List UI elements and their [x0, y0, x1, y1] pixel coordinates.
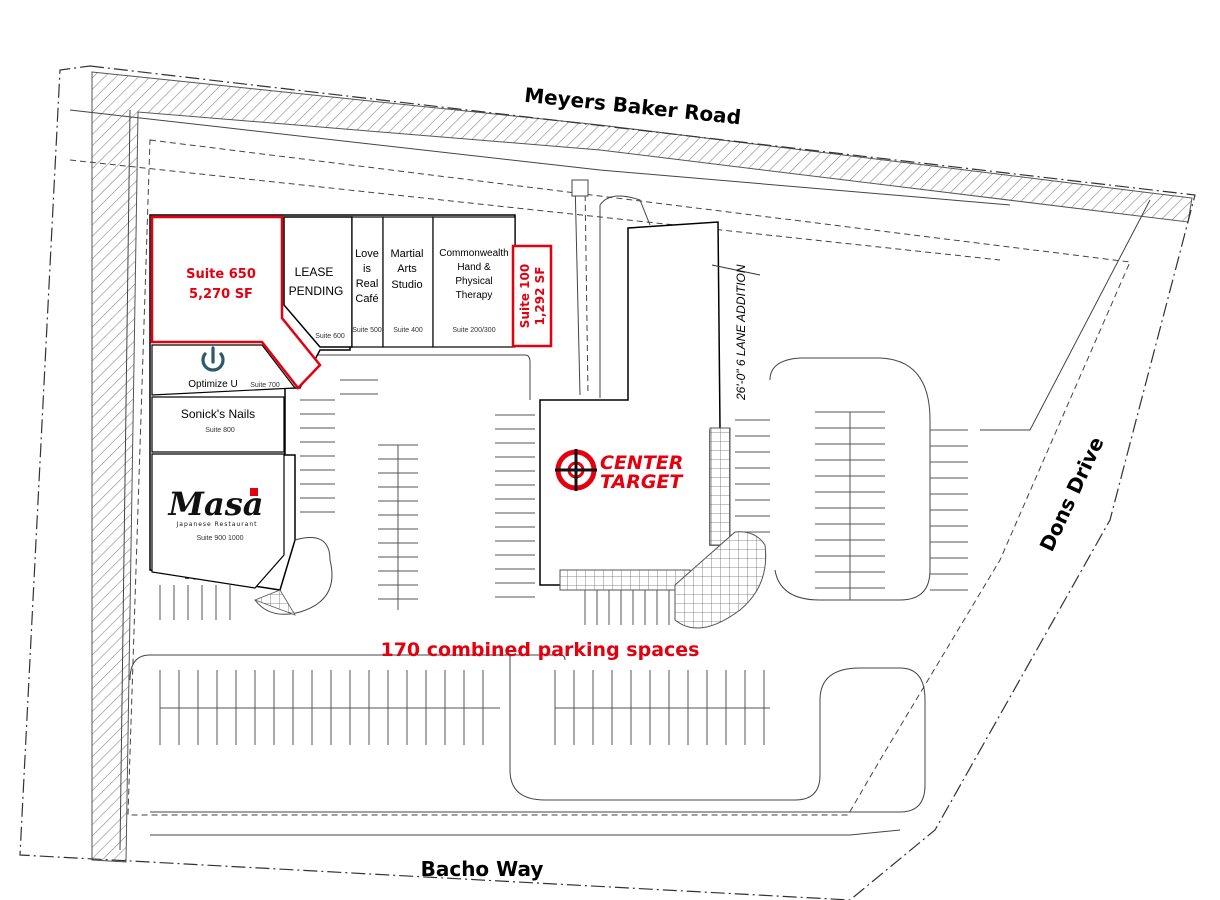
masa-logo: Masa: [168, 485, 264, 523]
suite-650-name: Suite 650: [186, 267, 256, 282]
sonicks-nails-name: Sonick's Nails: [181, 407, 255, 421]
unit-suite-200-300[interactable]: Commonwealth Hand & Physical Therapy Sui…: [432, 216, 516, 348]
lane-addition-note: 26'-0" 6 LANE ADDITION: [734, 264, 748, 401]
optimize-u-name: Optimize U: [188, 379, 237, 390]
parking-area: [129, 354, 931, 836]
commonwealth-line1: Commonwealth: [439, 248, 508, 259]
love-cafe-line4: Café: [355, 293, 378, 305]
commonwealth-line4: Therapy: [456, 290, 493, 301]
optimize-u-suite: Suite 700: [250, 382, 280, 389]
sonicks-nails-suite: Suite 800: [205, 427, 235, 434]
center-target-logo: CENTER TARGET: [555, 449, 684, 493]
unit-suite-600[interactable]: LEASE PENDING Suite 600: [283, 216, 353, 348]
martial-arts-suite: Suite 400: [393, 327, 423, 334]
unit-suite-400[interactable]: Martial Arts Studio Suite 400: [382, 216, 434, 348]
road-label-south: Bacho Way: [421, 857, 544, 881]
love-cafe-suite: Suite 500: [352, 327, 382, 334]
road-label-east: Dons Drive: [1035, 433, 1109, 555]
love-cafe-line1: Love: [355, 248, 379, 260]
center-target-building: [539, 221, 767, 629]
unit-suite-100[interactable]: Suite 100 1,292 SF: [511, 244, 553, 348]
unit-suite-500[interactable]: Love is Real Café Suite 500: [351, 216, 384, 348]
martial-arts-line3: Studio: [391, 279, 422, 291]
target-crosshair-icon: [555, 449, 597, 491]
unit-suite-700[interactable]: Optimize U Suite 700: [151, 344, 297, 396]
suite-100-name: Suite 100: [518, 264, 532, 328]
center-target-line2: TARGET: [600, 471, 684, 493]
martial-arts-line1: Martial: [390, 248, 423, 260]
commonwealth-line2: Hand &: [457, 262, 491, 273]
suite-650-area: 5,270 SF: [189, 287, 253, 302]
lease-pending-line2: PENDING: [289, 284, 344, 298]
masa-tagline: Japanese Restaurant: [176, 521, 258, 528]
martial-arts-line2: Arts: [397, 263, 417, 275]
parking-spaces-note: 170 combined parking spaces: [380, 639, 699, 661]
commonwealth-suite: Suite 200/300: [452, 327, 495, 334]
masa-suite: Suite 900 1000: [196, 535, 243, 542]
hatched-easement: [91, 71, 1193, 863]
power-icon: [201, 346, 225, 372]
access-drive: [571, 179, 651, 398]
unit-suite-900-1000[interactable]: Masa Japanese Restaurant Suite 900 1000: [151, 453, 285, 589]
center-target-line1: CENTER: [600, 452, 683, 474]
lease-pending-line1: LEASE: [295, 265, 334, 279]
love-cafe-line3: Real: [356, 278, 379, 290]
parking-stalls: [159, 379, 968, 745]
masa-badge-icon: [250, 488, 258, 496]
suite-100-area: 1,292 SF: [533, 267, 547, 326]
unit-suite-800[interactable]: Sonick's Nails Suite 800: [151, 396, 285, 453]
site-boundary: [19, 65, 1196, 900]
love-cafe-line2: is: [363, 263, 371, 275]
lease-pending-suite: Suite 600: [315, 333, 345, 340]
commonwealth-line3: Physical: [455, 276, 492, 287]
unit-suite-650[interactable]: Suite 650 5,270 SF: [150, 215, 322, 390]
